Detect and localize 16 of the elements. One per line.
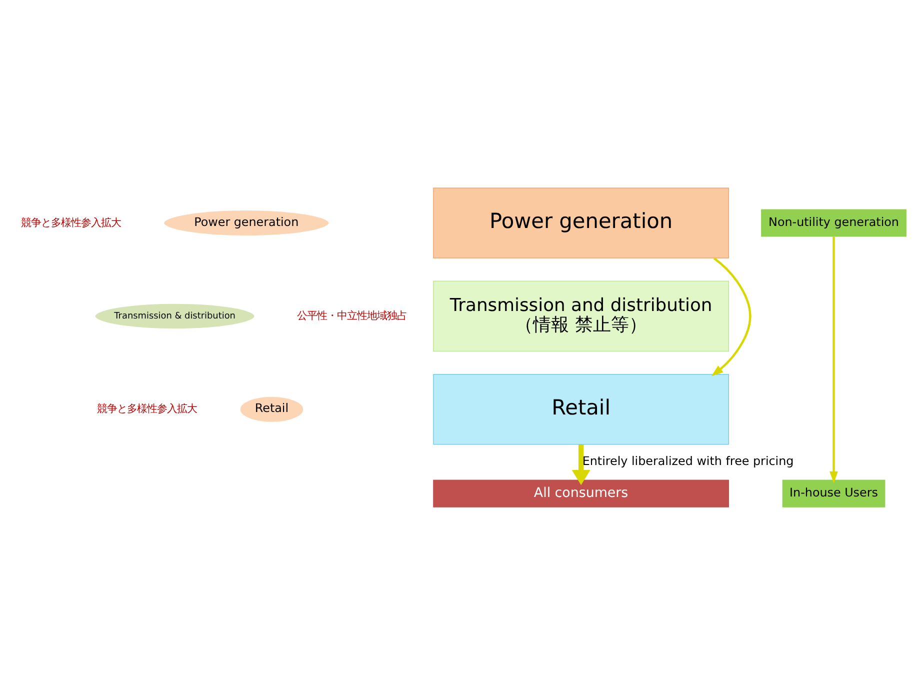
node-box: Non-utility generation <box>761 208 906 236</box>
arrow <box>830 236 838 483</box>
node-box: In-house Users <box>782 479 886 507</box>
node-ellipse: Transmission & distribution <box>93 301 257 330</box>
node-box: Transmission and distribution （情報 禁止等） <box>433 280 730 352</box>
label: 競争と多様性参入拡大 <box>21 216 122 228</box>
node-ellipse: Power generation <box>162 208 331 238</box>
node-box: All consumers <box>433 479 730 507</box>
node-ellipse: Retail <box>238 394 306 424</box>
node-box: Power generation <box>433 187 730 258</box>
label: 公平性・中立性地域独占 <box>297 309 408 322</box>
arrow <box>711 256 752 376</box>
edge-label: Entirely liberalized with free pricing <box>582 454 794 468</box>
node-box: Retail <box>433 373 730 444</box>
label: 競争と多様性参入拡大 <box>97 402 198 415</box>
arrow <box>572 444 590 485</box>
